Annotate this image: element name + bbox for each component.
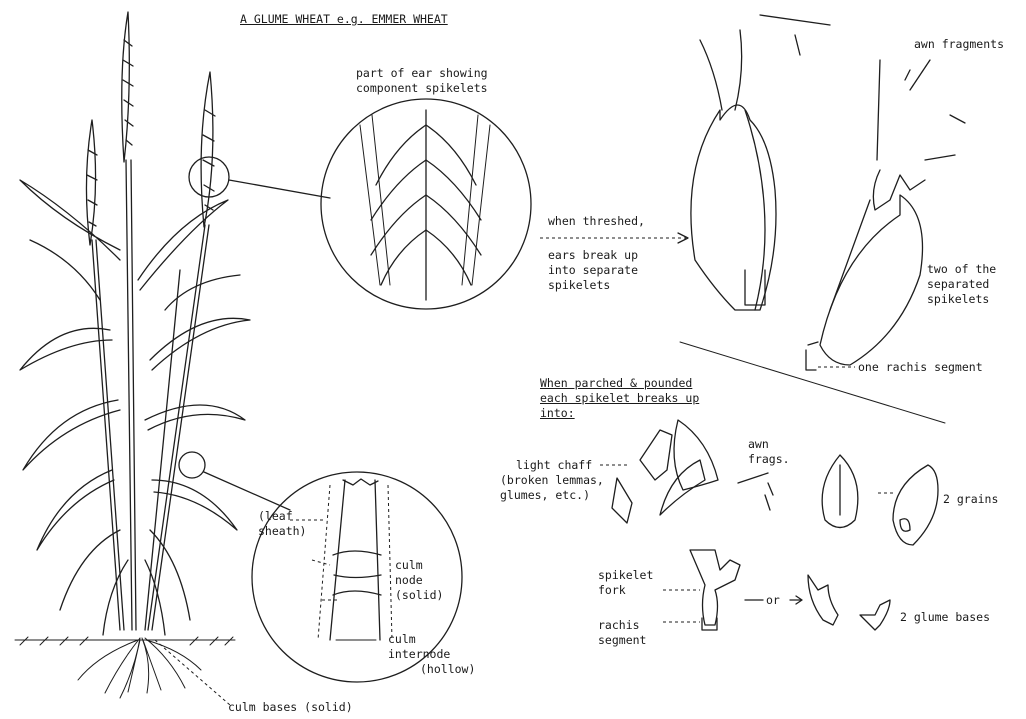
ear-part-label-line1: part of ear showing	[356, 66, 488, 81]
ear-part-label-line2: component spikelets	[356, 81, 488, 96]
two-spikelets-label: two of the separated spikelets	[927, 262, 996, 307]
culm-node-line1: culm	[395, 558, 443, 573]
spikelet-fork-label: spikelet fork	[598, 568, 653, 598]
light-chaff-line3: glumes, etc.)	[500, 488, 604, 503]
rachis-segment-line1: rachis	[598, 618, 646, 633]
parched-line2: each spikelet breaks up	[540, 391, 699, 406]
leaf-sheath-line1: (leaf	[258, 509, 306, 524]
spikelet-fork-line2: fork	[598, 583, 653, 598]
wheat-plant-illustration	[15, 12, 330, 698]
culm-internode-label: culm internode (hollow)	[388, 632, 475, 677]
or-label: or	[766, 593, 780, 608]
ear-part-label: part of ear showing component spikelets	[356, 66, 488, 96]
figure-title: A GLUME WHEAT e.g. EMMER WHEAT	[240, 12, 448, 27]
node-detail-marker	[179, 452, 205, 478]
leaf-sheath-label: (leaf sheath)	[258, 509, 306, 539]
light-chaff-label: light chaff (broken lemmas, glumes, etc.…	[500, 458, 604, 503]
two-spikelets-line1: two of the	[927, 262, 996, 277]
light-chaff-line2: (broken lemmas,	[500, 473, 604, 488]
culm-internode-line3: (hollow)	[388, 662, 475, 677]
glume-bases-label: 2 glume bases	[900, 610, 990, 625]
two-spikelets-line3: spikelets	[927, 292, 996, 307]
ears-break-label: ears break up into separate spikelets	[548, 248, 638, 293]
rachis-one-label: one rachis segment	[858, 360, 983, 375]
divider-line	[680, 342, 945, 423]
awn-fragments-label: awn fragments	[914, 37, 1004, 52]
ears-break-line2: into separate	[548, 263, 638, 278]
ears-break-line3: spikelets	[548, 278, 638, 293]
awn-frags-label: awn frags.	[748, 437, 790, 467]
parched-label: When parched & pounded each spikelet bre…	[540, 376, 699, 421]
culm-internode-line1: culm	[388, 632, 475, 647]
two-spikelets-line2: separated	[927, 277, 996, 292]
parched-line1: When parched & pounded	[540, 376, 699, 391]
rachis-segment-label: rachis segment	[598, 618, 646, 648]
light-chaff-line1: light chaff	[500, 458, 604, 473]
culm-node-line3: (solid)	[395, 588, 443, 603]
culm-node-line2: node	[395, 573, 443, 588]
when-threshed-label: when threshed,	[548, 214, 645, 229]
separated-spikelets-illustration	[691, 15, 965, 370]
parched-line3: into:	[540, 406, 699, 421]
grains-label: 2 grains	[943, 492, 998, 507]
culm-bases-label: culm bases (solid)	[228, 700, 353, 715]
ear-detail-circle	[321, 99, 531, 309]
spikelet-fork-line1: spikelet	[598, 568, 653, 583]
rachis-segment-line2: segment	[598, 633, 646, 648]
culm-node-label: culm node (solid)	[395, 558, 443, 603]
awn-frags-line1: awn	[748, 437, 790, 452]
ears-break-line1: ears break up	[548, 248, 638, 263]
awn-frags-line2: frags.	[748, 452, 790, 467]
stem-pointers	[155, 520, 338, 705]
culm-internode-line2: internode	[388, 647, 475, 662]
leaf-sheath-line2: sheath)	[258, 524, 306, 539]
